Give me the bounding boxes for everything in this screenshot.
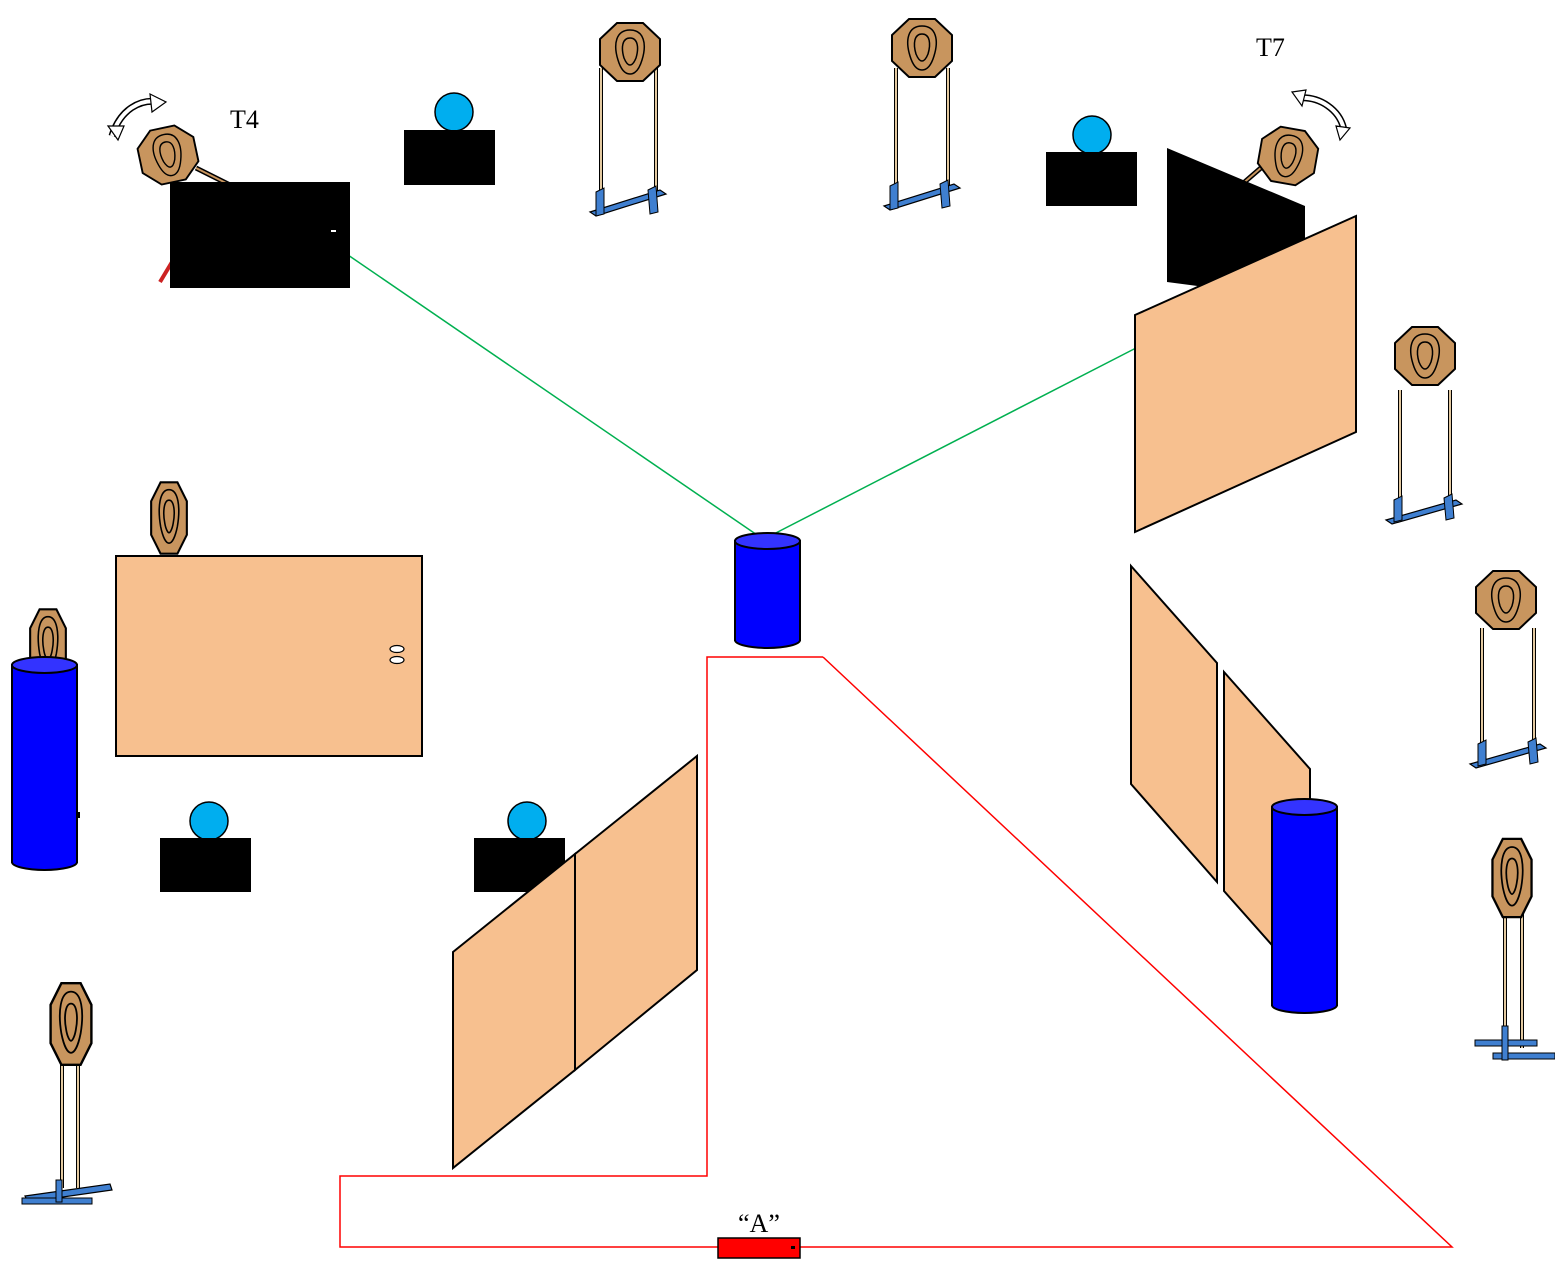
stand-target-top-2	[882, 18, 962, 211]
barrel-right	[1271, 798, 1338, 1014]
barrel-center	[734, 532, 801, 649]
stand-target-top-1	[588, 22, 668, 217]
wall-right-lower-1	[1130, 563, 1218, 885]
stand-target-lower-left	[21, 982, 113, 1205]
green-line-left	[347, 254, 761, 538]
wall-upper-right	[1134, 214, 1357, 534]
wall-lower-center-right	[574, 753, 698, 1073]
barrel-left	[11, 656, 80, 871]
t4-black-barrier	[170, 182, 350, 288]
stand-target-right-2	[1468, 570, 1548, 769]
red-path-right	[800, 656, 1454, 1248]
popper-lower-left	[160, 801, 251, 892]
stand-target-right-3	[1474, 837, 1555, 1061]
popper-top-left	[404, 92, 495, 185]
t4-label: T4	[230, 105, 259, 134]
wall-left-door	[115, 555, 423, 757]
green-line-right	[767, 347, 1137, 538]
start-box-label: “A”	[738, 1209, 780, 1238]
wall-lower-center-left	[452, 851, 576, 1171]
t4-swinger-target	[106, 92, 234, 284]
start-box-a	[717, 1237, 801, 1259]
stand-target-right-1	[1384, 326, 1464, 525]
red-path-left	[339, 656, 823, 1248]
swing-arrow-icon	[106, 92, 168, 142]
popper-top-right	[1046, 115, 1137, 206]
swing-arrow-icon	[1290, 89, 1352, 142]
t7-label: T7	[1256, 33, 1285, 62]
t7-swinger-target	[1238, 89, 1352, 190]
target-over-left-wall	[150, 481, 188, 555]
